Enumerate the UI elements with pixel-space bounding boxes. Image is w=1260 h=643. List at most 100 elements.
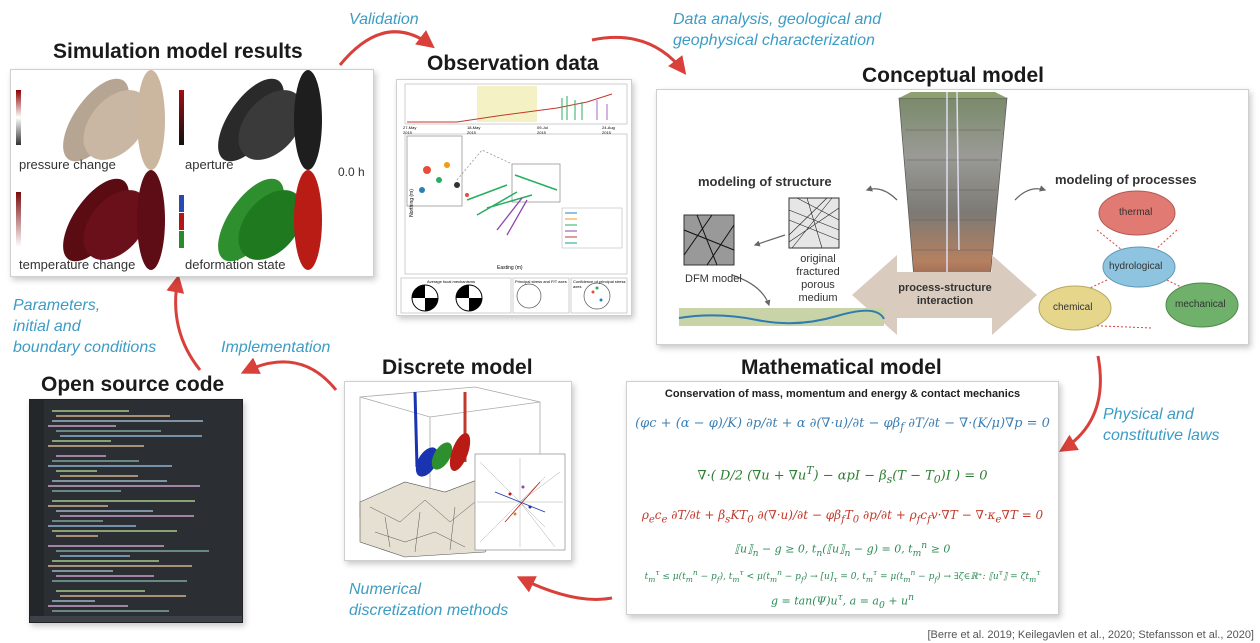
code-line: [48, 484, 238, 489]
code-line: [48, 529, 238, 534]
observation-panel: 27-May 2015 18-May 2015 09-Jul 2015 24-A…: [396, 79, 632, 316]
well-blue: [413, 391, 419, 468]
code-line: [48, 554, 238, 559]
flow-numerical-line2: discretization methods: [349, 602, 509, 619]
flow-numerical: Numerical discretization methods: [349, 579, 508, 621]
flow-parameters-line2: initial and: [13, 318, 81, 335]
code-token: [60, 595, 186, 597]
aperture-fracture-2: [238, 90, 304, 160]
code-token: [48, 605, 128, 607]
flow-parameters: Parameters, initial and boundary conditi…: [13, 295, 156, 358]
arrow-parameters: [166, 274, 202, 371]
code-line: [48, 444, 238, 449]
arrow-data-analysis: [591, 35, 687, 75]
discrete-graphics: [359, 386, 566, 558]
obs-date-3: 09-Jul 2015: [537, 125, 548, 135]
code-line: [48, 564, 238, 569]
code-lines: [48, 404, 238, 614]
flow-physical-line1: Physical and: [1103, 406, 1194, 423]
code-token: [52, 490, 121, 492]
code-line: [48, 424, 238, 429]
chemical-label: chemical: [1053, 302, 1093, 313]
arrow-physical: [1058, 355, 1102, 452]
obs-sub-confidence: Confidence of principal stress axes: [573, 279, 626, 289]
mathematical-panel: Conservation of mass, momentum and energ…: [626, 381, 1059, 615]
porous-label: original fractured porous medium: [781, 253, 855, 305]
code-line: [48, 544, 238, 549]
flow-implementation: Implementation: [221, 339, 331, 356]
code-line: [48, 409, 238, 414]
temperature-colorbar: [16, 192, 21, 247]
timeseries-line: [407, 93, 613, 123]
code-token: [52, 560, 159, 562]
title-discrete: Discrete model: [382, 356, 533, 379]
code-line: [48, 574, 238, 579]
simulation-panel: pressure change aperture temperature cha…: [10, 69, 374, 277]
interaction-arrow: [852, 255, 1037, 335]
deformation-colorbar-1: [179, 195, 184, 212]
obs-ylabel: Northing (m): [408, 189, 415, 217]
sim-time: 0.0 h: [338, 165, 365, 179]
title-simulation: Simulation model results: [53, 40, 303, 63]
equation-energy: ρece ∂T/∂t + βsKT0 ∂(∇·u)/∂t − φβfT0 ∂p/…: [641, 508, 1044, 526]
code-token: [52, 440, 111, 442]
code-token: [52, 480, 167, 482]
equation-contact-1: ⟦u⟧n − g ≥ 0, tn(⟦u⟧n − g) = 0, tmn ≥ 0: [734, 540, 951, 559]
code-token: [52, 410, 129, 412]
pressure-colorbar: [16, 90, 21, 145]
porous-label-line2: porous medium: [798, 279, 838, 304]
code-line: [48, 569, 238, 574]
title-observation: Observation data: [427, 52, 599, 75]
code-token: [56, 550, 209, 552]
code-token: [56, 455, 106, 457]
obs-sub-stress: Principal stress and P/T axes: [515, 279, 567, 284]
flow-data-analysis: Data analysis, geological and geophysica…: [673, 9, 881, 51]
title-mathematical: Mathematical model: [741, 356, 942, 379]
code-token: [56, 470, 97, 472]
code-line: [48, 489, 238, 494]
arrow-numerical: [516, 576, 613, 601]
node-chemical: [1038, 285, 1112, 331]
obs-sub-focal: Average focal mechanisms: [427, 279, 475, 284]
flow-numerical-line1: Numerical: [349, 581, 422, 598]
code-line: [48, 559, 238, 564]
citation: [Berre et al. 2019; Keilegavlen et al., …: [927, 629, 1254, 641]
code-line: [48, 594, 238, 599]
flow-parameters-line1: Parameters,: [13, 297, 101, 314]
code-token: [60, 555, 130, 557]
thermal-label: thermal: [1119, 207, 1153, 218]
hydrological-label: hydrological: [1109, 261, 1163, 272]
code-token: [56, 415, 170, 417]
code-line: [48, 464, 238, 469]
code-token: [48, 505, 108, 507]
code-token: [56, 575, 154, 577]
code-line: [48, 549, 238, 554]
code-line: [48, 434, 238, 439]
rock-column: [898, 97, 1008, 291]
stress-stereonet-icon: [516, 283, 542, 309]
code-line: [48, 414, 238, 419]
code-line: [48, 534, 238, 539]
disc-fracture-green: [431, 442, 453, 470]
obs-xlabel: Easting (m): [497, 265, 523, 271]
interaction-label-line2: interaction: [916, 295, 974, 307]
deformation-colorbar-3: [179, 231, 184, 248]
equation-contact-3: g = tan(Ψ)uτ, a = a0 + un: [770, 592, 915, 611]
aperture-colorbar: [179, 90, 184, 145]
code-line: [48, 474, 238, 479]
code-token: [52, 420, 203, 422]
observation-graphics: [400, 83, 628, 314]
code-token: [52, 610, 169, 612]
code-line: [48, 589, 238, 594]
code-line: [48, 599, 238, 604]
code-token: [48, 545, 164, 547]
code-line: [48, 429, 238, 434]
dfm-label: DFM model: [685, 273, 742, 285]
porous-label-line1: original fractured: [796, 253, 840, 278]
porous-medium-box: [788, 197, 840, 249]
code-token: [60, 515, 194, 517]
code-token: [48, 445, 144, 447]
pressure-fracture-2: [83, 90, 149, 160]
title-opensource: Open source code: [41, 373, 225, 396]
code-line: [48, 439, 238, 444]
